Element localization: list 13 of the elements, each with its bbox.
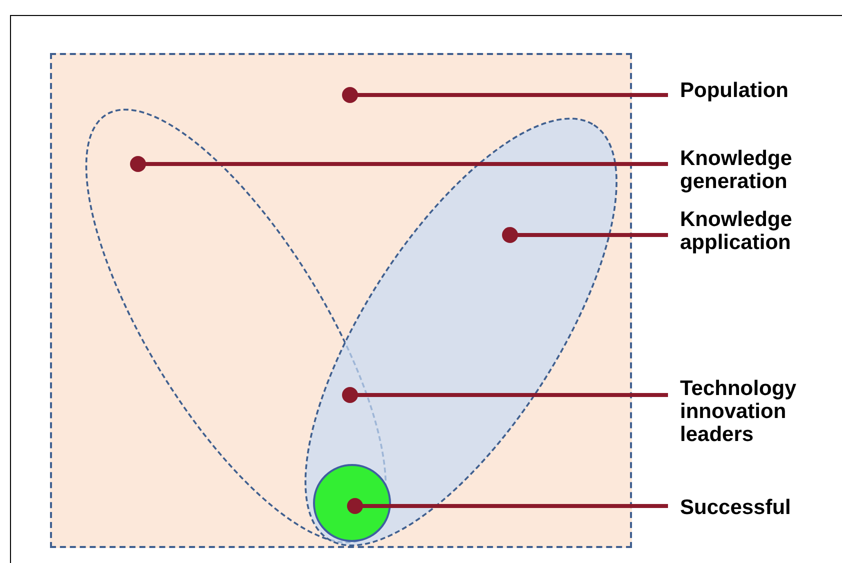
region-label: Technology innovation leaders bbox=[680, 377, 830, 446]
leader-line bbox=[347, 498, 668, 514]
dashed-ellipse bbox=[304, 118, 618, 546]
region-label: Knowledge application bbox=[680, 208, 830, 254]
leader-line bbox=[130, 156, 668, 172]
region-label: Population bbox=[680, 79, 830, 102]
population-area bbox=[50, 53, 632, 548]
region-label: Successful bbox=[680, 496, 830, 519]
leader-line bbox=[342, 387, 668, 403]
leader-line bbox=[342, 87, 668, 103]
leader-line bbox=[502, 227, 668, 243]
success-circle bbox=[313, 464, 391, 542]
region-label: Knowledge generation bbox=[680, 147, 830, 193]
